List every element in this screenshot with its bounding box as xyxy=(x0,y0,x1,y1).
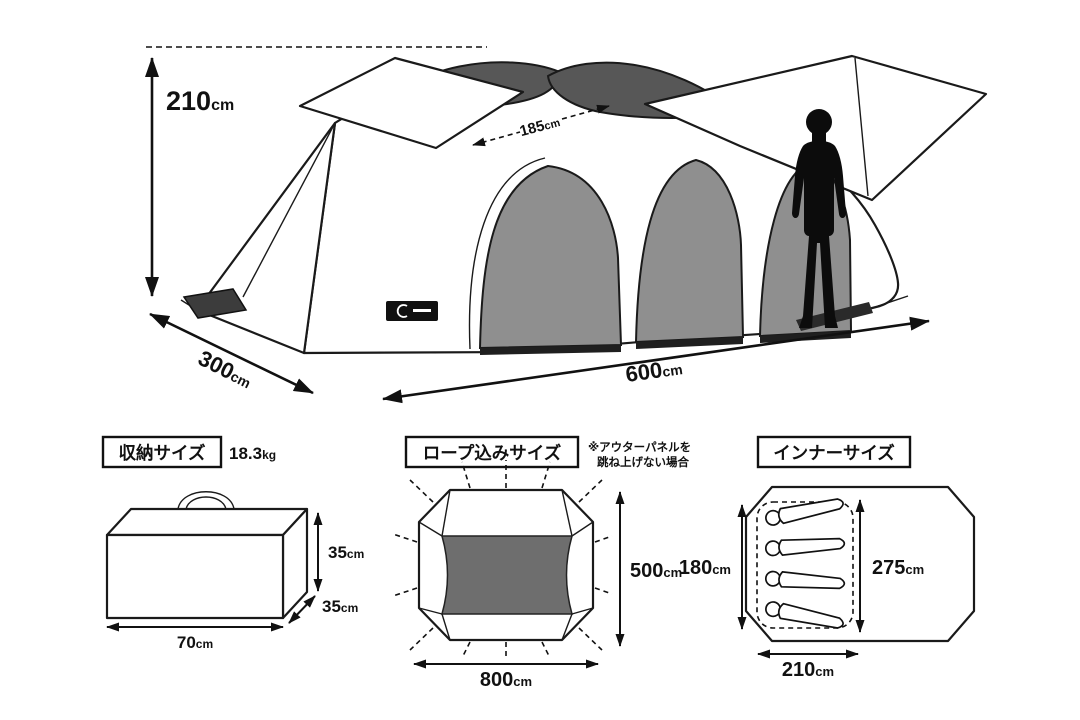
inner-title: インナーサイズ xyxy=(773,443,895,463)
guy-ropes xyxy=(392,460,613,660)
rope-width-label: 800cm xyxy=(480,669,532,691)
sleeping-bag xyxy=(764,570,846,590)
rope-title: ロープ込みサイズ xyxy=(423,443,562,463)
bag-width-label: 70cm xyxy=(177,633,213,652)
guy-rope xyxy=(409,627,434,651)
side-panel-1 xyxy=(478,164,623,350)
tent-illustration xyxy=(180,54,988,355)
rope-note-line2: 跳ね上げない場合 xyxy=(597,455,689,469)
silhouette-neck xyxy=(812,130,826,144)
inner-title-box xyxy=(756,435,912,469)
ridge-dimension: 185cm xyxy=(472,104,610,147)
corner-line-r1 xyxy=(571,521,594,537)
guy-rope xyxy=(594,535,613,543)
corner-line-l1 xyxy=(418,521,443,537)
guy-rope xyxy=(461,641,471,659)
silhouette-head xyxy=(806,109,832,135)
storage-title: 収納サイズ xyxy=(119,443,206,463)
bag-handle xyxy=(177,491,235,510)
height-label: 210cm xyxy=(166,86,234,116)
bag-handle-inner xyxy=(185,496,227,510)
awning-wing-left xyxy=(298,56,525,150)
guy-rope xyxy=(578,479,603,503)
sleeping-bags xyxy=(764,498,846,629)
ridge-label: 185cm xyxy=(518,113,562,140)
corner-line-br xyxy=(561,613,573,641)
storage-panel: 収納サイズ 18.3kg 35cm 35cm 70cm xyxy=(101,435,364,652)
human-silhouette xyxy=(792,109,846,328)
height-dimension: 210cm xyxy=(145,46,487,297)
storage-weight: 18.3kg xyxy=(229,444,276,463)
bag-depth-label: 35cm xyxy=(322,597,358,616)
corner-line-tr xyxy=(561,489,573,537)
bag-height-label: 35cm xyxy=(328,543,364,562)
bag-top-face xyxy=(105,507,309,537)
corner-line-tl xyxy=(441,489,451,537)
guy-rope xyxy=(392,587,418,597)
guy-rope xyxy=(541,461,551,489)
bag-body xyxy=(778,570,846,590)
corner-line-r2 xyxy=(571,607,594,615)
rope-note-line1: ※アウターパネルを xyxy=(588,440,691,454)
ground-patch-left xyxy=(182,288,248,319)
sleeping-bag xyxy=(765,498,844,526)
bag-body xyxy=(777,602,844,629)
depth-arrow xyxy=(149,312,314,395)
width-label: 600cm xyxy=(624,354,684,387)
bag-body xyxy=(777,498,844,525)
rope-height-label: 500cm xyxy=(630,560,682,582)
rib-seam xyxy=(468,157,546,350)
corner-line-l2 xyxy=(418,607,443,615)
bag-depth-arrow xyxy=(288,595,316,624)
guy-rope xyxy=(392,533,418,543)
right-guyline xyxy=(877,295,909,307)
awning-fold-line xyxy=(854,57,869,197)
inner-floor-width-label: 210cm xyxy=(782,659,834,681)
bag-body xyxy=(778,537,846,557)
guy-rope xyxy=(409,479,434,503)
inner-width-label: 180cm xyxy=(679,557,731,579)
depth-label: 300cm xyxy=(194,345,256,393)
storage-title-box xyxy=(101,435,223,469)
guy-rope xyxy=(578,627,603,651)
brand-logo xyxy=(386,301,438,321)
roof-panel-topview xyxy=(441,535,573,615)
rope-panel: ロープ込みサイズ ※アウターパネルを 跳ね上げない場合 xyxy=(392,435,691,691)
porch-pole-line xyxy=(242,122,336,298)
side-panel-2 xyxy=(634,158,745,344)
width-dimension: 600cm xyxy=(382,316,930,404)
guy-rope xyxy=(461,461,471,489)
silhouette-body xyxy=(792,140,846,328)
inner-tent-dashed-outline xyxy=(756,501,854,629)
guy-rope xyxy=(541,641,551,659)
storage-bag-drawing xyxy=(105,491,309,620)
bag-front-face xyxy=(105,533,285,620)
ridge-arrow-right xyxy=(561,104,610,120)
inner-length-label: 275cm xyxy=(872,557,924,579)
inner-panel: インナーサイズ xyxy=(679,435,976,681)
ridge-arrow-left xyxy=(472,131,521,147)
logo-wordmark xyxy=(413,309,431,312)
sleeping-bag xyxy=(765,601,844,629)
sleeping-bag xyxy=(764,537,846,557)
width-arrow xyxy=(382,316,930,404)
guy-rope xyxy=(594,587,613,595)
corner-line-bl xyxy=(441,613,451,641)
rope-topview-drawing xyxy=(392,460,613,660)
